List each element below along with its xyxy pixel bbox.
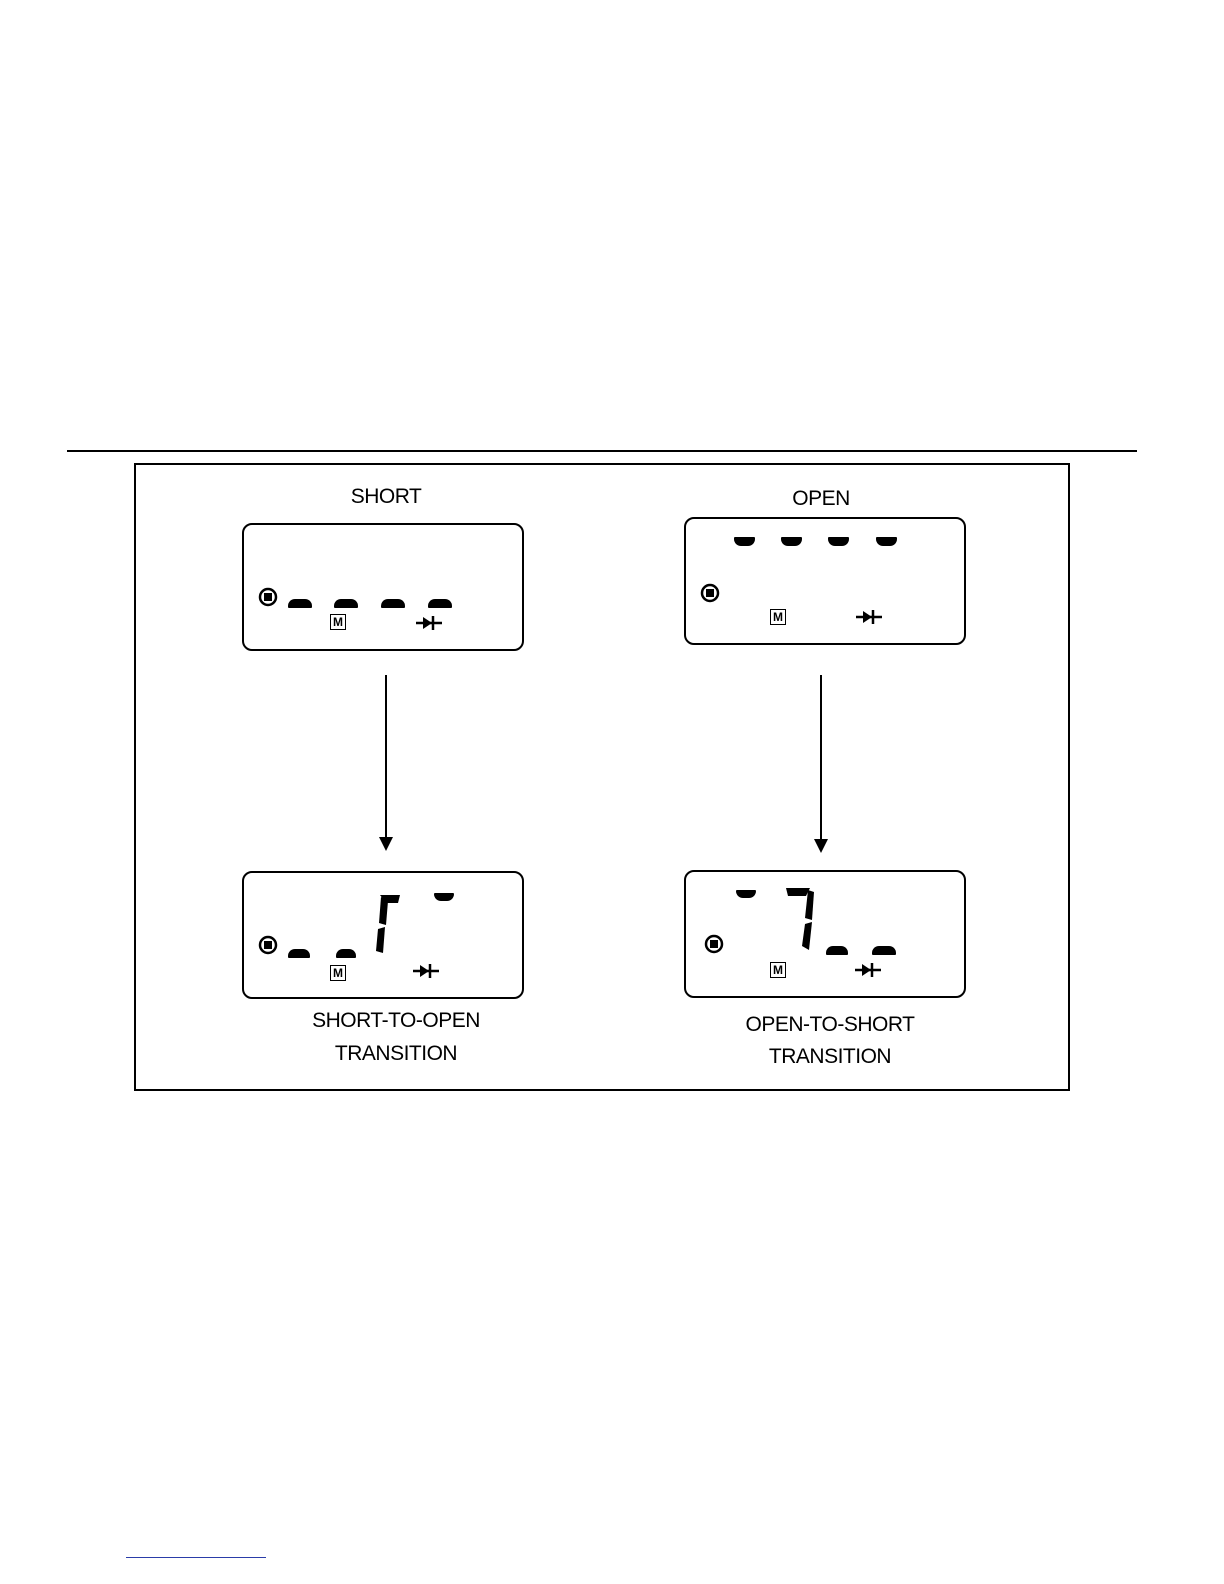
lcd-segment xyxy=(334,599,358,608)
lcd-segment xyxy=(734,537,755,546)
short-label: SHORT xyxy=(321,485,451,509)
open-to-short-caption-line1: OPEN-TO-SHORT xyxy=(710,1013,950,1037)
diode-icon xyxy=(412,963,440,979)
lcd-segment xyxy=(381,599,405,608)
record-icon xyxy=(258,935,278,955)
lcd-segment xyxy=(434,893,454,901)
memory-icon: M xyxy=(770,609,786,625)
footer-link-underline xyxy=(126,1557,266,1558)
record-icon xyxy=(704,934,724,954)
lcd-open: M xyxy=(684,517,966,645)
lcd-segment xyxy=(876,537,897,546)
short-to-open-caption-line2: TRANSITION xyxy=(276,1042,516,1066)
lcd-segment xyxy=(288,599,312,608)
lcd-segment xyxy=(288,949,310,958)
lcd-short: M xyxy=(242,523,524,651)
diagram-frame: SHORT OPEN M M xyxy=(134,463,1070,1091)
lcd-short-to-open: M xyxy=(242,871,524,999)
horizontal-rule xyxy=(67,450,1137,452)
lcd-segment xyxy=(736,890,756,898)
lcd-open-to-short: M xyxy=(684,870,966,998)
open-to-short-caption-line2: TRANSITION xyxy=(710,1045,950,1069)
arrowhead-open xyxy=(814,839,828,853)
arrow-open-down xyxy=(820,675,822,839)
memory-icon: M xyxy=(770,962,786,978)
lcd-digit-partial xyxy=(374,891,404,957)
lcd-segment xyxy=(872,946,896,955)
diode-icon xyxy=(855,609,883,625)
record-icon xyxy=(258,587,278,607)
short-to-open-caption-line1: SHORT-TO-OPEN xyxy=(276,1009,516,1033)
lcd-segment xyxy=(781,537,802,546)
arrow-short-down xyxy=(385,675,387,837)
lcd-segment xyxy=(428,599,452,608)
record-icon xyxy=(700,583,720,603)
lcd-segment xyxy=(828,537,849,546)
memory-icon: M xyxy=(330,614,346,630)
memory-icon: M xyxy=(330,965,346,981)
diode-icon xyxy=(854,962,882,978)
lcd-segment xyxy=(826,946,848,955)
lcd-digit-partial xyxy=(782,884,818,956)
arrowhead-short xyxy=(379,837,393,851)
open-label: OPEN xyxy=(756,487,886,511)
lcd-segment xyxy=(336,949,356,958)
diode-icon xyxy=(415,615,443,631)
